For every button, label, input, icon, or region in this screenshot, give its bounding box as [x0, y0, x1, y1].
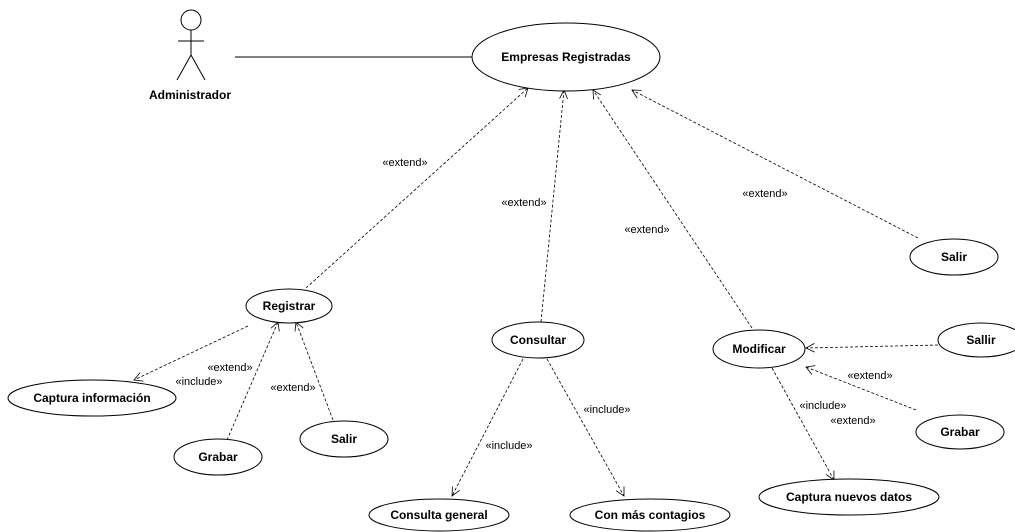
extend-label: «extend» — [270, 382, 315, 394]
arrowhead — [451, 486, 460, 497]
arrowhead — [592, 89, 602, 100]
use-case-shape — [173, 438, 263, 476]
use-case-consulta-general[interactable]: Consulta general — [368, 498, 510, 532]
use-case-label: Salir — [941, 250, 967, 264]
extend-label: «extend» — [501, 197, 546, 209]
use-case-con-mas-contagios[interactable]: Con más contagios — [569, 498, 731, 532]
extend-modificar-line — [592, 89, 753, 329]
use-case-label: Grabar — [198, 450, 238, 464]
use-case-label: Empresas Registradas — [501, 50, 631, 64]
actor-right-leg — [190, 54, 206, 81]
extend-grabar-line — [226, 321, 279, 441]
extend-consultar-line — [540, 89, 565, 323]
include-con-mas-line — [546, 358, 625, 497]
extend-salir-left-line — [295, 321, 334, 421]
include-label: «include» — [175, 376, 222, 388]
extend-label: «extend» — [382, 157, 427, 169]
use-case-label: Grabar — [940, 425, 980, 439]
arrowhead — [270, 321, 280, 332]
use-case-label: Sallir — [966, 333, 996, 347]
use-case-shape — [7, 379, 177, 417]
extend-sallir-line — [805, 344, 939, 349]
use-case-label: Salir — [331, 432, 357, 446]
arrowhead — [805, 343, 815, 353]
use-case-consultar[interactable]: Consultar — [491, 321, 585, 359]
use-case-label: Captura nuevos datos — [786, 490, 912, 504]
arrowhead — [133, 372, 144, 382]
include-label: «include» — [799, 400, 846, 412]
extend-label: «extend» — [207, 362, 252, 374]
use-case-registrar[interactable]: Registrar — [245, 288, 333, 324]
use-case-shape — [758, 478, 940, 516]
extend-label: «extend» — [847, 370, 892, 382]
use-case-modificar[interactable]: Modificar — [712, 329, 806, 369]
actor-administrador: Administrador — [149, 9, 231, 102]
use-case-shape — [491, 321, 585, 359]
use-case-shape — [299, 420, 389, 458]
arrowhead — [805, 365, 816, 375]
use-case-salir-left[interactable]: Salir — [299, 420, 389, 458]
use-case-label: Consultar — [510, 333, 566, 347]
use-case-grabar-right[interactable]: Grabar — [915, 414, 1005, 450]
extend-label: «extend» — [830, 415, 875, 427]
include-captura-line — [133, 325, 249, 381]
use-case-shape — [569, 498, 731, 532]
use-case-shape — [915, 414, 1005, 450]
use-case-label: Con más contagios — [595, 508, 706, 522]
actor-label: Administrador — [149, 88, 231, 102]
use-case-empresas-registradas[interactable]: Empresas Registradas — [471, 22, 661, 92]
actor-head — [180, 9, 202, 31]
use-case-label: Captura información — [33, 391, 150, 405]
extend-salir-line — [631, 89, 919, 239]
use-case-label: Modificar — [732, 342, 786, 356]
use-case-label: Consulta general — [390, 508, 487, 522]
use-case-shape — [909, 238, 999, 276]
use-case-shape — [245, 288, 333, 324]
include-label: «include» — [485, 440, 532, 452]
use-case-shape — [368, 498, 510, 532]
use-case-shape — [471, 22, 661, 92]
include-captura-nuevos-line — [771, 367, 835, 481]
use-case-shape — [937, 322, 1015, 358]
extend-registrar-line — [305, 87, 529, 289]
arrowhead — [631, 89, 642, 99]
include-consulta-general-line — [451, 358, 524, 497]
use-case-captura-informacion[interactable]: Captura información — [7, 379, 177, 417]
use-case-captura-nuevos-datos[interactable]: Captura nuevos datos — [758, 478, 940, 516]
use-case-sallir[interactable]: Sallir — [937, 322, 1015, 358]
relations — [133, 87, 939, 497]
use-case-shape — [712, 329, 806, 369]
use-case-grabar-left[interactable]: Grabar — [173, 438, 263, 476]
actor-left-leg — [176, 54, 192, 81]
relation-labels: «extend» «extend» «extend» «extend» «ext… — [175, 157, 892, 452]
use-case-label: Registrar — [263, 299, 316, 313]
use-case-salir-top[interactable]: Salir — [909, 238, 999, 276]
extend-label: «extend» — [624, 224, 669, 236]
arrowhead — [615, 486, 625, 497]
extend-label: «extend» — [742, 188, 787, 200]
include-label: «include» — [583, 404, 630, 416]
